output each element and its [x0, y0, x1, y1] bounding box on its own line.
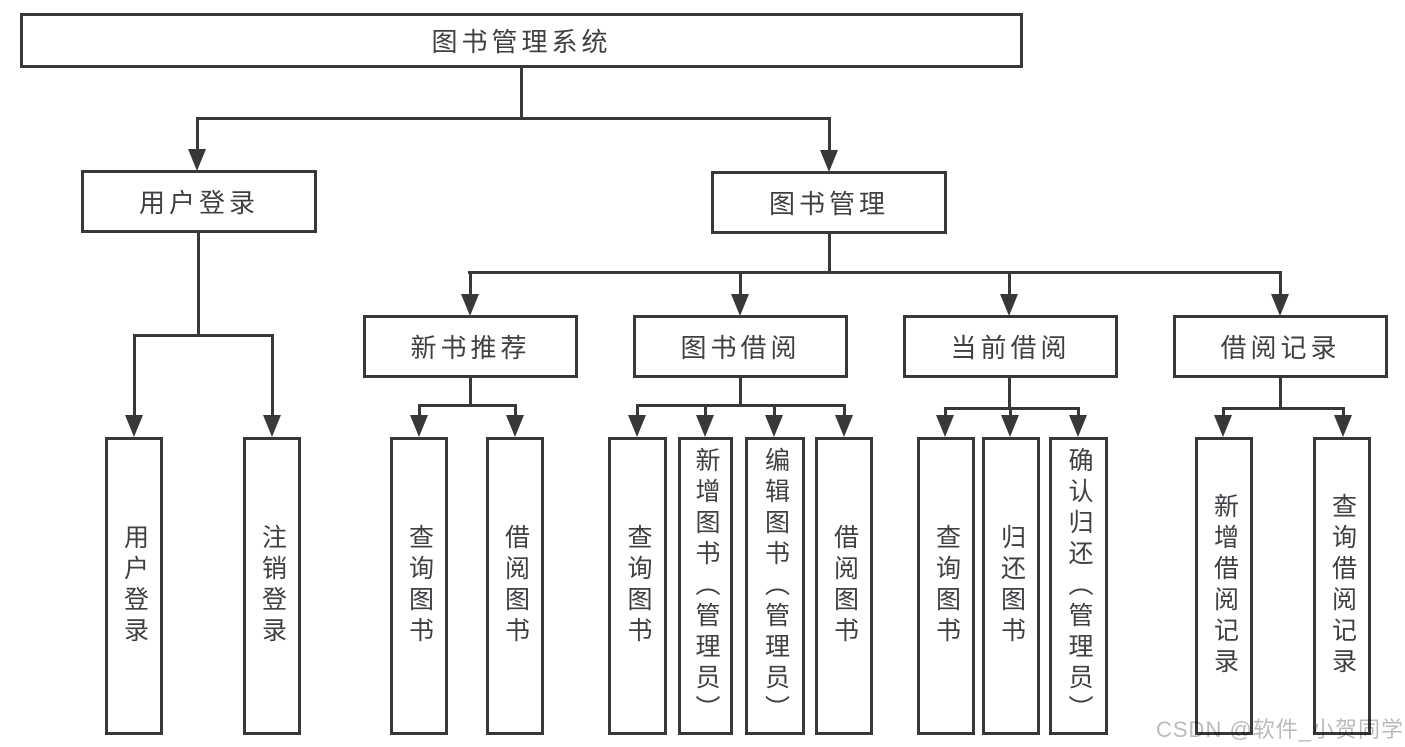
- leaf-user-login: 用户登录: [105, 437, 163, 735]
- leaf-label: 查询借阅记录: [1328, 493, 1357, 679]
- connector-line: [418, 404, 517, 407]
- connector-line: [133, 334, 136, 416]
- connector-line: [1008, 271, 1011, 295]
- arrow-down-icon: [506, 415, 524, 437]
- arrow-down-icon: [1001, 415, 1019, 437]
- csdn-watermark: CSDN @软件_小贺同学: [1156, 717, 1405, 742]
- node-book-management: 图书管理: [711, 171, 947, 234]
- connector-line: [468, 271, 1282, 274]
- leaf-label: 注销登录: [258, 524, 287, 648]
- arrow-down-icon: [1334, 415, 1352, 437]
- connector-line: [469, 271, 472, 295]
- node-new-book-recommend: 新书推荐: [363, 315, 578, 378]
- node-label: 新书推荐: [410, 333, 531, 363]
- connector-line: [1279, 271, 1282, 295]
- connector-line: [828, 234, 831, 273]
- leaf-label: 查询图书: [405, 524, 434, 648]
- connector-line: [514, 404, 517, 416]
- connector-line: [1342, 407, 1345, 416]
- leaf-edit-books-admin: 编辑图书（管理员）: [745, 437, 805, 735]
- connector-line: [843, 404, 846, 416]
- arrow-down-icon: [731, 294, 749, 316]
- leaf-borrow-borrow-books: 借阅图书: [815, 437, 873, 735]
- connector-line: [520, 68, 523, 118]
- connector-line: [133, 334, 274, 337]
- connector-line: [196, 117, 199, 150]
- arrow-down-icon: [696, 415, 714, 437]
- leaf-label: 新增借阅记录: [1210, 493, 1239, 679]
- node-book-borrow: 图书借阅: [633, 315, 848, 378]
- leaf-borrow-query-books: 查询图书: [608, 437, 667, 735]
- connector-line: [1279, 378, 1282, 410]
- connector-line: [1008, 378, 1011, 410]
- connector-line: [636, 404, 639, 416]
- leaf-current-query-books: 查询图书: [917, 437, 975, 735]
- leaf-logout-login: 注销登录: [243, 437, 301, 735]
- connector-line: [271, 334, 274, 416]
- leaf-label: 用户登录: [120, 524, 149, 648]
- connector-line: [469, 378, 472, 407]
- leaf-label: 确认归还（管理员）: [1065, 446, 1093, 726]
- leaf-label: 查询图书: [624, 524, 652, 648]
- connector-line: [196, 117, 831, 120]
- connector-line: [418, 404, 421, 416]
- node-borrow-records: 借阅记录: [1173, 315, 1388, 378]
- connector-line: [704, 404, 707, 416]
- arrow-down-icon: [1069, 415, 1087, 437]
- arrow-down-icon: [263, 415, 281, 437]
- leaf-label: 归还图书: [997, 524, 1026, 648]
- node-user-login: 用户登录: [81, 170, 317, 233]
- connector-line: [636, 404, 846, 407]
- leaf-label: 借阅图书: [830, 524, 859, 648]
- leaf-label: 查询图书: [932, 524, 961, 648]
- node-label: 借阅记录: [1220, 333, 1341, 363]
- connector-line: [1009, 407, 1012, 416]
- node-label: 图书借阅: [680, 333, 801, 363]
- leaf-add-borrow-record: 新增借阅记录: [1195, 437, 1253, 735]
- connector-line: [197, 233, 200, 336]
- connector-line: [1222, 407, 1345, 410]
- node-label: 当前借阅: [950, 333, 1071, 363]
- node-root-system: 图书管理系统: [20, 13, 1023, 68]
- node-label: 用户登录: [138, 188, 259, 218]
- arrow-down-icon: [1000, 294, 1018, 316]
- connector-line: [944, 407, 947, 416]
- connector-line: [739, 271, 742, 295]
- arrow-down-icon: [125, 415, 143, 437]
- leaf-label: 借阅图书: [501, 524, 530, 648]
- leaf-add-books-admin: 新增图书（管理员）: [678, 437, 733, 735]
- node-label: 图书管理: [768, 189, 889, 219]
- connector-line: [773, 404, 776, 416]
- arrow-down-icon: [188, 149, 206, 171]
- leaf-label: 新增图书（管理员）: [692, 446, 720, 726]
- arrow-down-icon: [936, 415, 954, 437]
- connector-line: [1077, 407, 1080, 416]
- arrow-down-icon: [410, 415, 428, 437]
- arrow-down-icon: [835, 415, 853, 437]
- leaf-label: 编辑图书（管理员）: [761, 446, 790, 726]
- leaf-query-borrow-record: 查询借阅记录: [1313, 437, 1371, 735]
- arrow-down-icon: [765, 415, 783, 437]
- leaf-confirm-return-admin: 确认归还（管理员）: [1049, 437, 1108, 735]
- node-label: 图书管理系统: [431, 27, 612, 57]
- arrow-down-icon: [1214, 415, 1232, 437]
- connector-line: [1222, 407, 1225, 416]
- arrow-down-icon: [628, 415, 646, 437]
- connector-line: [739, 378, 742, 407]
- arrow-down-icon: [820, 150, 838, 172]
- leaf-newbook-query-books: 查询图书: [390, 437, 448, 735]
- arrow-down-icon: [461, 294, 479, 316]
- connector-line: [944, 407, 1080, 410]
- leaf-return-books: 归还图书: [982, 437, 1040, 735]
- node-current-borrow: 当前借阅: [903, 315, 1118, 378]
- arrow-down-icon: [1271, 294, 1289, 316]
- connector-line: [828, 117, 831, 151]
- leaf-newbook-borrow-books: 借阅图书: [486, 437, 544, 735]
